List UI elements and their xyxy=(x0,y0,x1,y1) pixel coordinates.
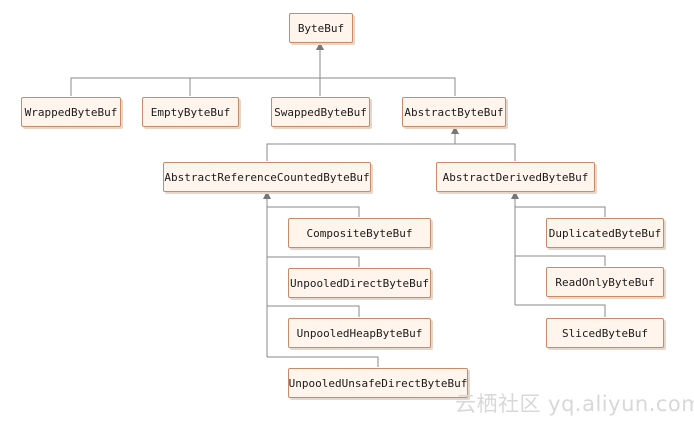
node-compositebytebuf-label: CompositeByteBuf xyxy=(306,226,413,240)
watermark: 云栖社区 yq.aliyun.com xyxy=(455,392,694,416)
node-wrappedbytebuf: WrappedByteBuf xyxy=(21,97,121,127)
node-abstractreferencecountedbytebuf-label: AbstractReferenceCountedByteBuf xyxy=(164,170,370,184)
node-abstractbytebuf: AbstractByteBuf xyxy=(402,97,506,127)
edge-wrapped-to-bytebuf xyxy=(70,77,456,96)
node-unpooleddirectbytebuf-label: UnpooledDirectByteBuf xyxy=(289,276,430,290)
node-unpooledunsafedirectbytebuf: UnpooledUnsafeDirectByteBuf xyxy=(288,368,468,398)
node-swappedbytebuf: SwappedByteBuf xyxy=(271,97,370,127)
node-duplicatedbytebuf-label: DuplicatedByteBuf xyxy=(548,226,662,240)
node-swappedbytebuf-label: SwappedByteBuf xyxy=(274,105,367,119)
node-duplicatedbytebuf: DuplicatedByteBuf xyxy=(546,218,664,248)
node-readonlybytebuf-label: ReadOnlyByteBuf xyxy=(555,275,655,289)
node-emptybytebuf-label: EmptyByteBuf xyxy=(150,105,231,119)
node-abstractderivedbytebuf-label: AbstractDerivedByteBuf xyxy=(442,170,589,184)
node-emptybytebuf: EmptyByteBuf xyxy=(142,97,239,127)
node-unpooledheapbytebuf: UnpooledHeapByteBuf xyxy=(288,318,431,348)
node-compositebytebuf: CompositeByteBuf xyxy=(288,218,431,248)
node-bytebuf-label: ByteBuf xyxy=(297,21,345,35)
node-unpooledheapbytebuf-label: UnpooledHeapByteBuf xyxy=(296,326,423,340)
node-abstractreferencecountedbytebuf: AbstractReferenceCountedByteBuf xyxy=(163,162,371,192)
node-readonlybytebuf: ReadOnlyByteBuf xyxy=(546,267,664,297)
node-unpooleddirectbytebuf: UnpooledDirectByteBuf xyxy=(288,268,431,298)
node-slicedbytebuf-label: SlicedByteBuf xyxy=(561,326,649,340)
node-wrappedbytebuf-label: WrappedByteBuf xyxy=(24,105,118,119)
node-bytebuf: ByteBuf xyxy=(289,13,353,43)
node-abstractderivedbytebuf: AbstractDerivedByteBuf xyxy=(436,162,595,192)
node-slicedbytebuf: SlicedByteBuf xyxy=(546,318,664,348)
node-unpooledunsafedirectbytebuf-label: UnpooledUnsafeDirectByteBuf xyxy=(288,376,468,390)
node-abstractbytebuf-label: AbstractByteBuf xyxy=(404,105,504,119)
